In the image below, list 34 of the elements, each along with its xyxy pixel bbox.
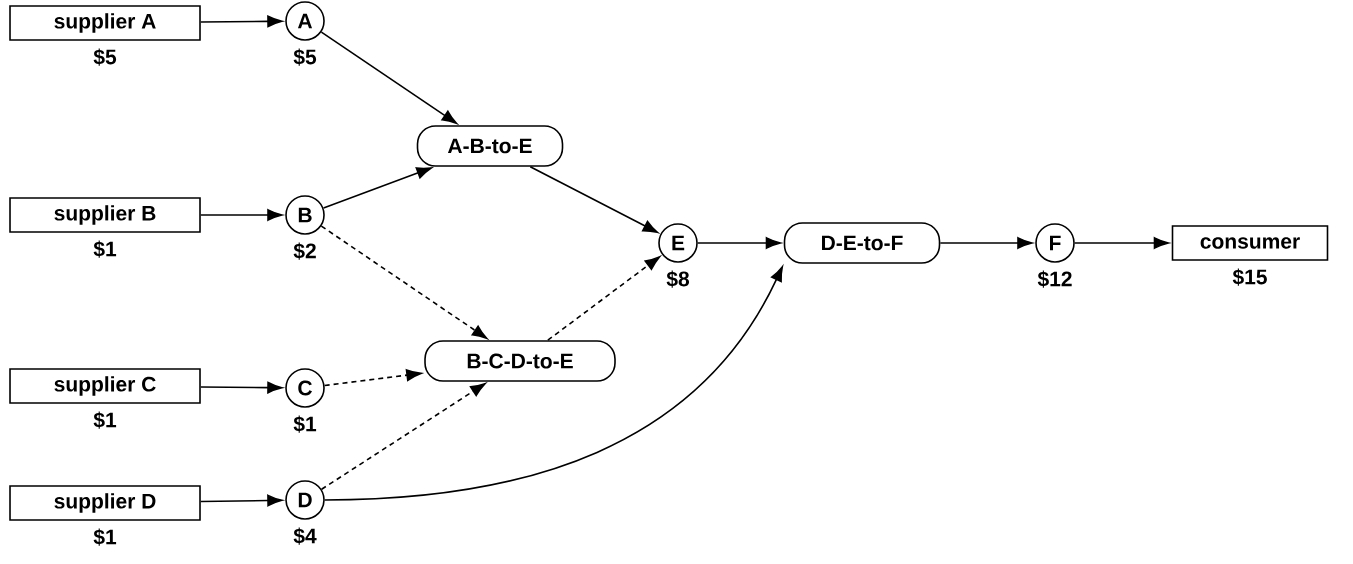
arrow (939, 237, 1033, 249)
arrow (324, 266, 784, 501)
arrow (200, 209, 283, 221)
price-label: $12 (1037, 270, 1072, 288)
party-box: supplier A (9, 5, 201, 41)
price-label: $1 (293, 415, 317, 433)
arrow (1074, 237, 1170, 249)
party-box: supplier B (9, 197, 201, 233)
arrow (547, 256, 661, 341)
party-box: consumer (1171, 225, 1329, 261)
process-box: D-E-to-F (783, 222, 941, 264)
arrow (529, 166, 659, 234)
party-box: supplier D (9, 485, 201, 521)
price-label: $2 (293, 242, 316, 260)
arrow (200, 494, 283, 507)
arrow (320, 225, 488, 340)
process-box: B-C-D-to-E (424, 340, 616, 382)
price-label: $15 (1232, 268, 1267, 286)
price-label: $5 (93, 48, 117, 66)
arrow (200, 15, 283, 28)
arrow (323, 369, 422, 387)
arrow (200, 381, 283, 394)
arrow (320, 382, 486, 491)
arrow (697, 237, 782, 249)
process-box: A-B-to-E (416, 125, 564, 167)
price-label: $8 (666, 270, 690, 288)
price-label: $5 (293, 48, 317, 66)
arrow (320, 31, 458, 125)
price-label: $1 (93, 528, 117, 546)
arrow (322, 167, 432, 209)
price-label: $1 (93, 411, 117, 429)
price-label: $1 (93, 240, 117, 258)
party-box: supplier C (9, 368, 201, 404)
price-label: $4 (293, 527, 317, 545)
